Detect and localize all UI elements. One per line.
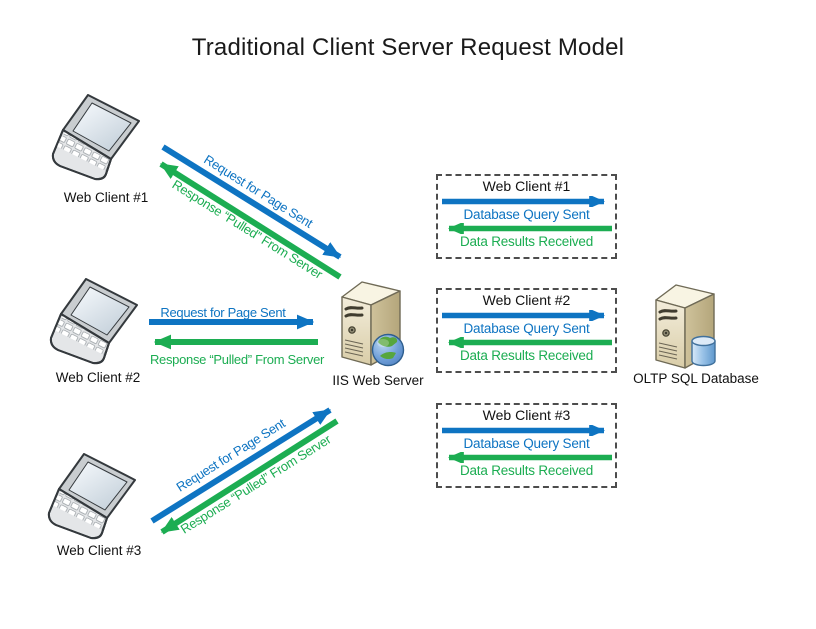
client3-request-arrow bbox=[150, 407, 332, 524]
client3-label: Web Client #3 bbox=[56, 543, 142, 558]
client2-response-label: Response “Pulled” From Server bbox=[150, 352, 325, 367]
data-results-label: Data Results Received bbox=[459, 234, 594, 249]
data-results-arrow bbox=[447, 337, 612, 348]
data-results-arrow bbox=[447, 223, 612, 234]
query-box-title: Web Client #1 bbox=[482, 178, 571, 194]
query-box-client2: Web Client #2 Database Query Sent Data R… bbox=[436, 288, 617, 373]
client2-label: Web Client #2 bbox=[55, 370, 141, 385]
client1-request-arrow bbox=[161, 144, 342, 260]
laptop-icon-client1 bbox=[51, 94, 140, 181]
client2-request-label: Request for Page Sent bbox=[160, 305, 286, 320]
database-query-arrow bbox=[442, 425, 606, 436]
laptop-icon-client2 bbox=[49, 278, 138, 365]
data-results-arrow bbox=[447, 452, 612, 463]
data-results-label: Data Results Received bbox=[459, 463, 594, 478]
query-box-title: Web Client #2 bbox=[482, 292, 571, 308]
database-query-label: Database Query Sent bbox=[463, 321, 590, 336]
globe-icon bbox=[371, 333, 405, 367]
database-server-icon bbox=[655, 284, 716, 369]
query-box-title: Web Client #3 bbox=[482, 407, 571, 423]
query-box-client3: Web Client #3 Database Query Sent Data R… bbox=[436, 403, 617, 488]
database-query-label: Database Query Sent bbox=[463, 207, 590, 222]
diagram-title: Traditional Client Server Request Model bbox=[191, 34, 625, 61]
web-server-label: IIS Web Server bbox=[332, 373, 424, 388]
web-server-icon bbox=[341, 281, 405, 367]
database-cylinder-icon bbox=[691, 335, 716, 367]
client1-response-arrow bbox=[159, 161, 342, 280]
data-results-label: Data Results Received bbox=[459, 348, 594, 363]
laptop-icon-client3 bbox=[47, 453, 136, 540]
database-query-arrow bbox=[442, 196, 606, 207]
client3-response-arrow bbox=[160, 418, 339, 535]
query-box-client1: Web Client #1 Database Query Sent Data R… bbox=[436, 174, 617, 259]
database-label: OLTP SQL Database bbox=[633, 371, 759, 386]
client1-label: Web Client #1 bbox=[63, 190, 149, 205]
database-query-label: Database Query Sent bbox=[463, 436, 590, 451]
database-query-arrow bbox=[442, 310, 606, 321]
